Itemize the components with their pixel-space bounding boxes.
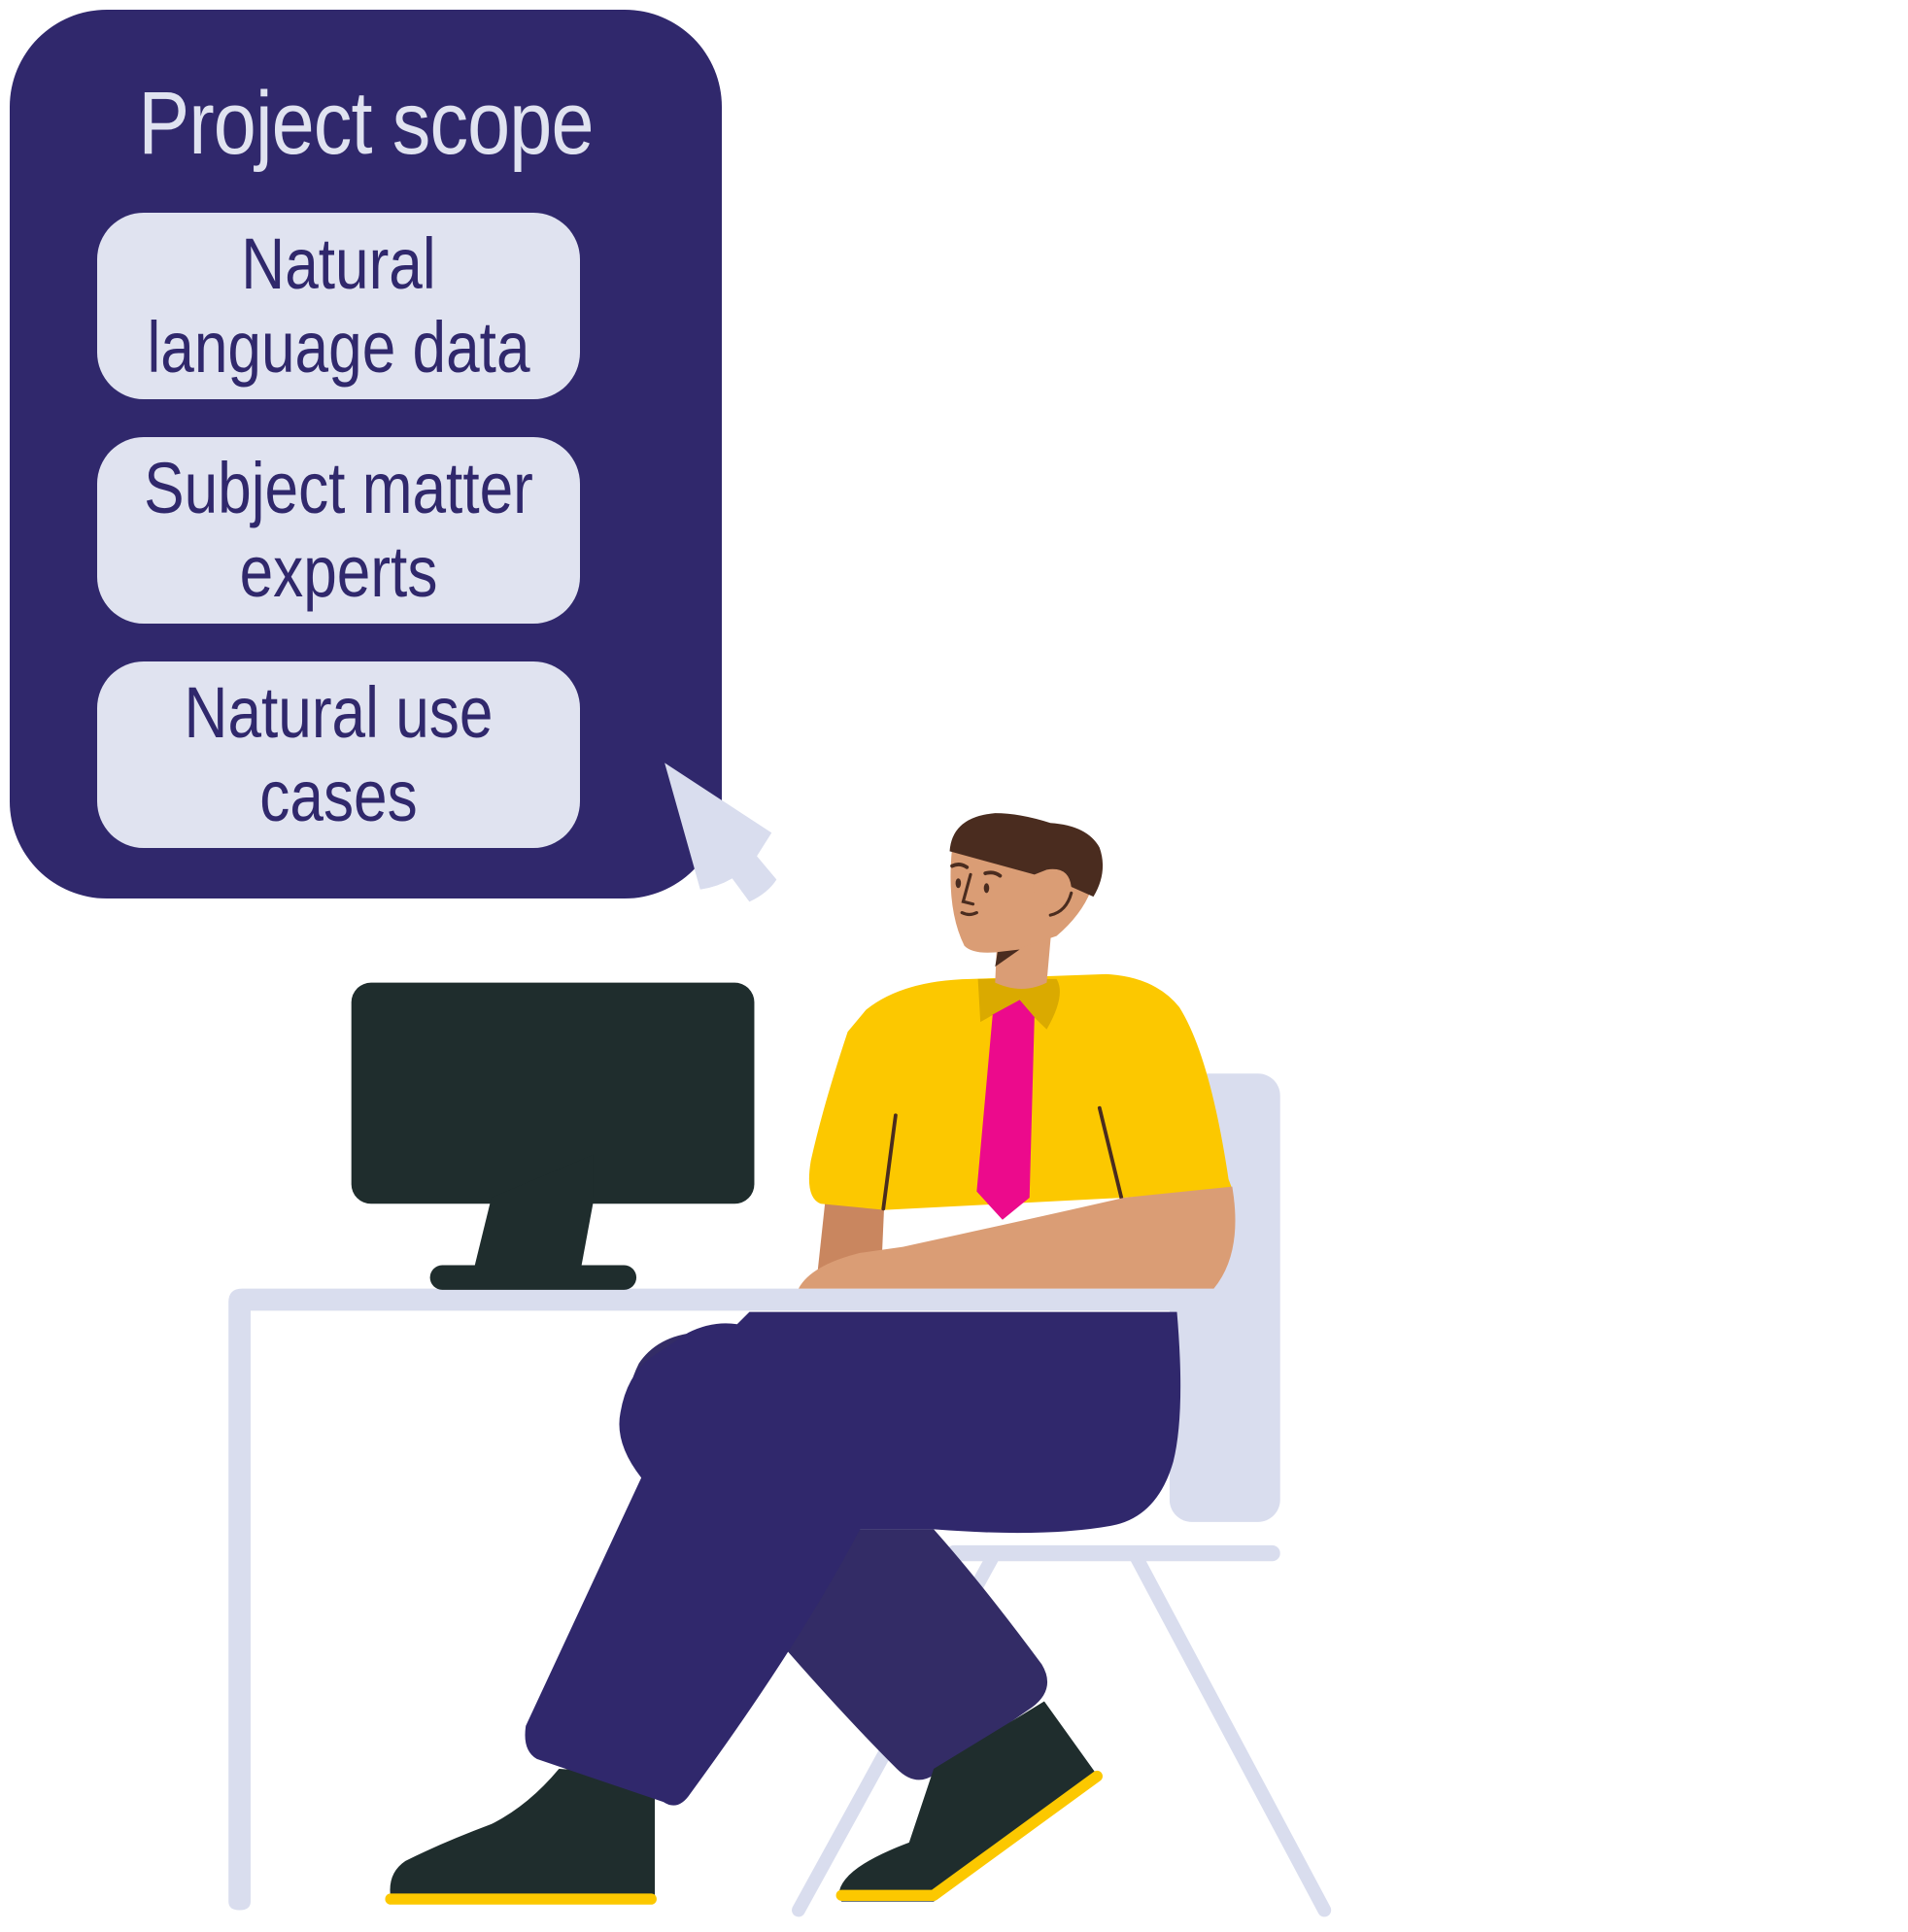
scope-item-subject-matter-experts: Subject matter experts: [97, 437, 580, 624]
scope-item-natural-use-cases: Natural use cases: [97, 661, 580, 848]
monitor: [351, 982, 755, 1290]
scope-item-label: Natural language data: [147, 223, 530, 388]
person-front-leg: [385, 1311, 1181, 1905]
scope-item-label: Natural use cases: [184, 672, 494, 836]
scope-item-label: Subject matter experts: [144, 448, 533, 612]
card-title: Project scope: [138, 74, 594, 173]
person-head: [949, 813, 1104, 967]
scope-item-natural-language-data: Natural language data: [97, 213, 580, 399]
person-torso: [798, 927, 1236, 1289]
project-scope-card: Project scope Natural language data Subj…: [10, 10, 722, 898]
